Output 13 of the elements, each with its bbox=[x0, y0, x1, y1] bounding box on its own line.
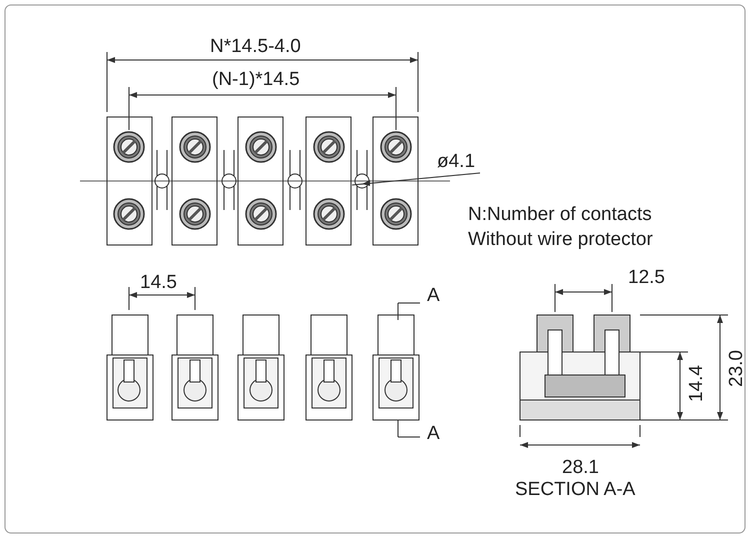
dimension-label: 23.0 bbox=[727, 350, 746, 387]
note-text: Without wire protector bbox=[468, 230, 653, 249]
dimension-label: 14.5 bbox=[140, 273, 177, 292]
dimension-label: (N-1)*14.5 bbox=[212, 70, 300, 89]
section-marker: A bbox=[427, 286, 440, 305]
dimension-label: 28.1 bbox=[562, 458, 599, 477]
dimension-label: 12.5 bbox=[628, 268, 665, 287]
dimension-label: 14.4 bbox=[687, 365, 706, 402]
note-text: N:Number of contacts bbox=[468, 205, 652, 224]
dimension-label: ø4.1 bbox=[437, 152, 476, 171]
section-marker: A bbox=[427, 424, 440, 443]
section-title: SECTION A-A bbox=[515, 480, 636, 499]
dimension-label: N*14.5-4.0 bbox=[210, 37, 301, 56]
